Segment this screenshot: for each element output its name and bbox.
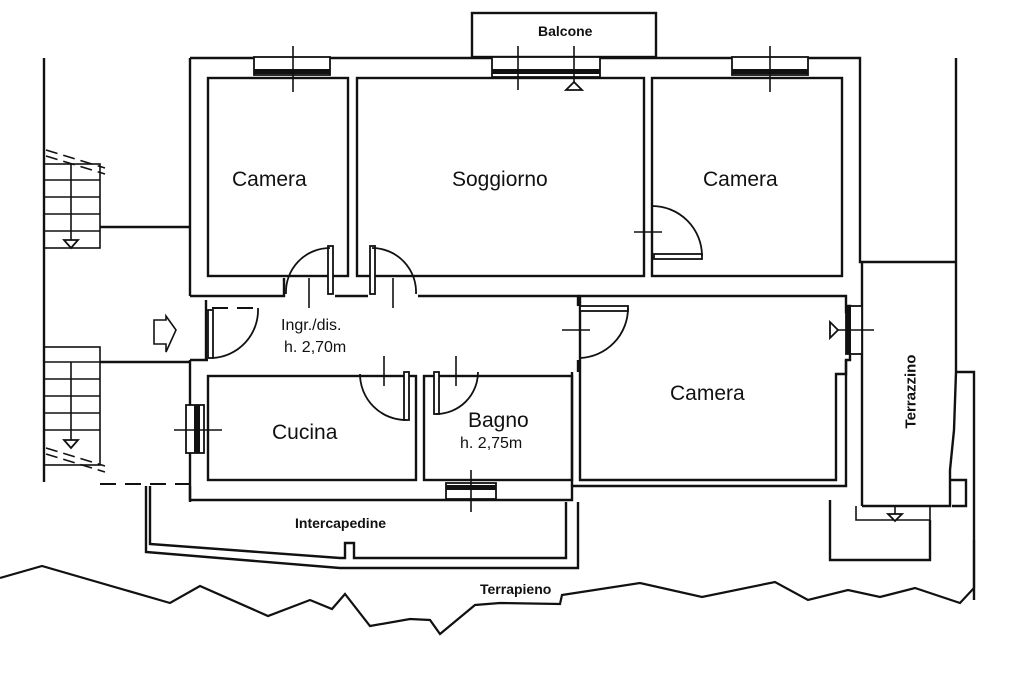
door-camera-ne <box>634 205 703 260</box>
room-height-bagno: h. 2,75m <box>460 435 523 452</box>
room-cucina-walls <box>206 374 418 482</box>
window-cucina <box>174 404 222 454</box>
room-camera-nw-walls <box>206 76 350 278</box>
exterior-left-boundary <box>42 58 190 485</box>
room-label-camera-ne: Camera <box>703 168 778 191</box>
window-camera-nw <box>253 46 331 92</box>
stair-upper <box>43 149 106 250</box>
stair-down-arrow-icon <box>62 439 80 450</box>
door-cucina <box>359 356 410 421</box>
room-label-ingresso: Ingr./dis. <box>281 317 342 334</box>
entrance-arrow-icon <box>153 313 177 353</box>
window-bagno <box>445 470 497 512</box>
room-label-camera-e: Camera <box>670 382 745 405</box>
area-label-intercapedine: Intercapedine <box>295 515 387 531</box>
room-soggiorno-walls <box>355 76 646 278</box>
door-soggiorno <box>369 245 417 308</box>
room-height-ingresso: h. 2,70m <box>284 339 347 356</box>
window-camera-ne <box>731 46 809 92</box>
window-camera-e <box>829 305 874 355</box>
room-label-soggiorno: Soggiorno <box>452 168 548 191</box>
level-marker-icon <box>563 80 585 91</box>
room-camera-ne-walls <box>650 76 844 278</box>
door-camera-e <box>562 305 629 359</box>
level-marker-icon <box>885 513 905 523</box>
area-label-balcone: Balcone <box>538 23 593 39</box>
stair-lower <box>43 346 106 473</box>
room-label-cucina: Cucina <box>272 421 338 444</box>
terrazzino-outline <box>828 58 976 600</box>
intercapedine-outline <box>144 486 580 570</box>
room-label-bagno: Bagno <box>468 409 529 432</box>
window-soggiorno <box>491 46 601 91</box>
room-label-camera-nw: Camera <box>232 168 307 191</box>
door-camera-nw <box>285 245 334 308</box>
terrapieno-ground-line <box>0 540 976 636</box>
area-label-terrazzino: Terrazzino <box>902 354 920 429</box>
door-entrance <box>207 307 259 359</box>
stair-down-arrow-icon <box>62 239 80 250</box>
level-marker-icon <box>829 319 840 341</box>
area-label-terrapieno: Terrapieno <box>480 581 552 597</box>
door-bagno <box>433 356 479 415</box>
